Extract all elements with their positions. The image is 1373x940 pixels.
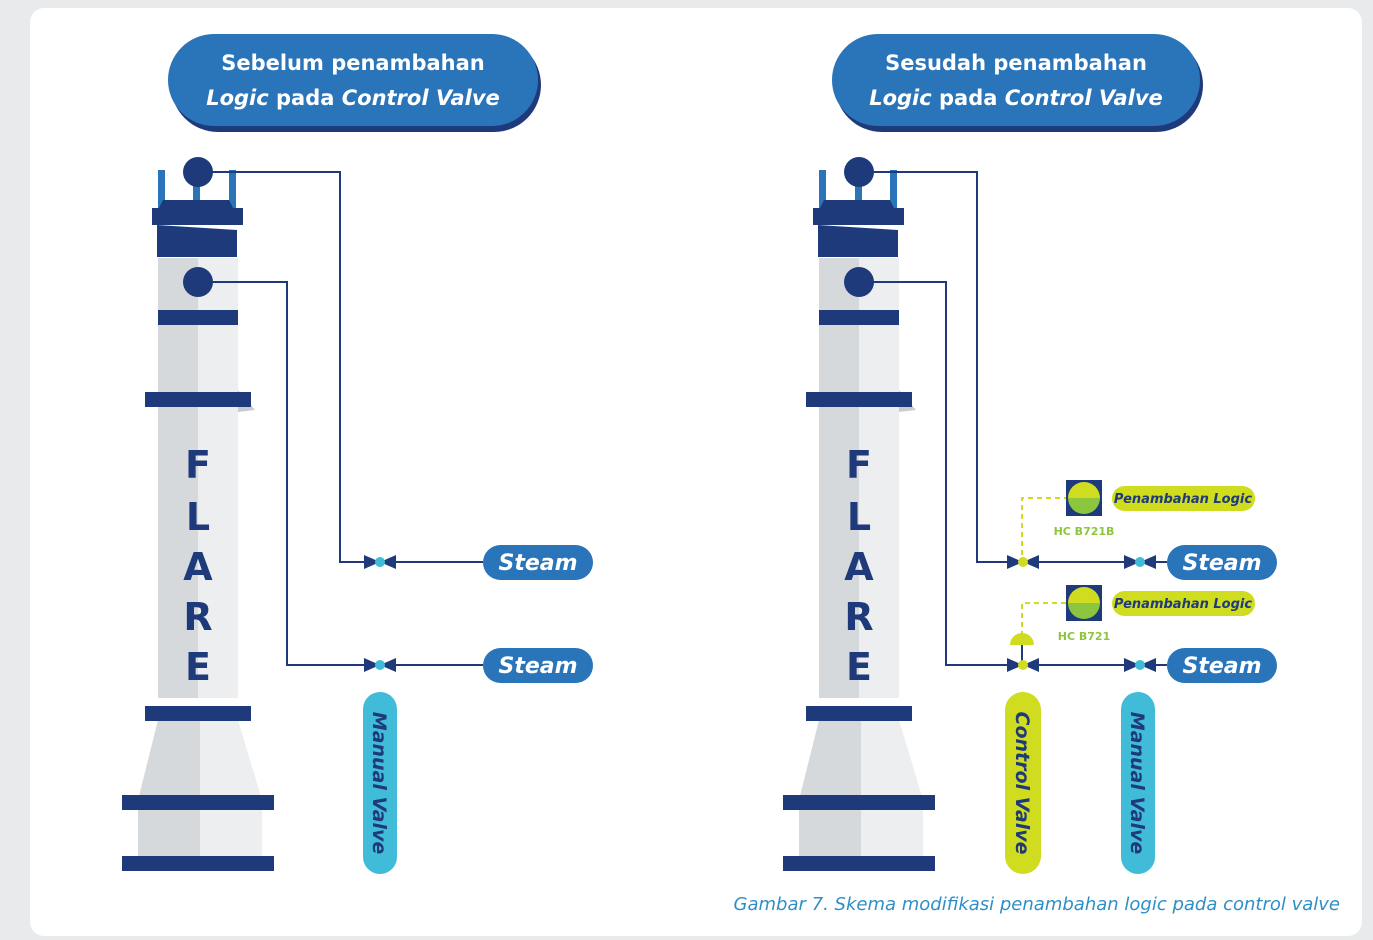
right-flare-letter-r: R bbox=[844, 595, 873, 639]
right-logic-dashes bbox=[1021, 497, 1066, 636]
left-lower-valve-icon bbox=[364, 658, 396, 672]
left-manual-valve-label: Manual Valve bbox=[368, 712, 390, 855]
right-lower-control-valve-icon bbox=[1007, 633, 1039, 672]
right-title-pill: Sesudah penambahan Logic pada Control Va… bbox=[832, 34, 1203, 132]
left-flare-letter-r: R bbox=[183, 595, 212, 639]
left-upper-valve-icon bbox=[364, 555, 396, 569]
left-flare-letter-f: F bbox=[185, 443, 211, 487]
left-title-line1: Sebelum penambahan bbox=[221, 51, 485, 75]
right-lower-manual-valve-icon bbox=[1124, 658, 1156, 672]
right-steam-lower-label: Steam bbox=[1182, 654, 1261, 679]
left-flare-letter-l: L bbox=[186, 495, 210, 539]
right-upper-manual-valve-icon bbox=[1124, 555, 1156, 569]
right-steam-upper: Steam bbox=[1167, 545, 1277, 580]
left-title-line2: Logic pada Control Valve bbox=[206, 86, 500, 110]
logic-pill-lower-label: Penambahan Logic bbox=[1114, 597, 1252, 612]
right-panel: Sesudah penambahan Logic pada Control Va… bbox=[783, 34, 1277, 874]
right-top-sensor-icon bbox=[844, 157, 874, 187]
right-control-valve-pill: Control Valve bbox=[1005, 692, 1041, 874]
right-upper-control-valve-icon bbox=[1007, 555, 1039, 569]
hc-instrument-lower-icon bbox=[1066, 585, 1102, 621]
right-manual-valve-label: Manual Valve bbox=[1126, 712, 1148, 855]
right-flare-letter-e: E bbox=[846, 645, 872, 689]
logic-pill-lower: Penambahan Logic bbox=[1112, 591, 1255, 616]
right-flare-letter-f: F bbox=[846, 443, 872, 487]
left-mid-sensor-icon bbox=[183, 267, 213, 297]
right-pipes bbox=[873, 171, 1167, 666]
left-steam-lower: Steam bbox=[483, 648, 593, 683]
right-control-valve-label: Control Valve bbox=[1011, 712, 1033, 855]
right-flare-letter-l: L bbox=[847, 495, 871, 539]
left-steam-upper-label: Steam bbox=[498, 551, 577, 576]
right-flare-letter-a: A bbox=[844, 545, 874, 589]
logic-pill-upper-label: Penambahan Logic bbox=[1114, 492, 1252, 507]
left-pipes bbox=[212, 171, 483, 666]
left-top-sensor-icon bbox=[183, 157, 213, 187]
hc-tag-upper: HC B721B bbox=[1054, 525, 1115, 538]
figure-caption: Gambar 7. Skema modifikasi penambahan lo… bbox=[734, 894, 1340, 915]
left-steam-lower-label: Steam bbox=[498, 654, 577, 679]
hc-instrument-upper-icon bbox=[1066, 480, 1102, 516]
right-manual-valve-pill: Manual Valve bbox=[1121, 692, 1155, 874]
left-flare-letter-e: E bbox=[185, 645, 211, 689]
left-title-pill: Sebelum penambahan Logic pada Control Va… bbox=[168, 34, 541, 132]
left-panel: Sebelum penambahan Logic pada Control Va… bbox=[122, 34, 593, 874]
right-title-line2: Logic pada Control Valve bbox=[869, 86, 1163, 110]
right-mid-sensor-icon bbox=[844, 267, 874, 297]
logic-pill-upper: Penambahan Logic bbox=[1112, 486, 1255, 511]
right-steam-lower: Steam bbox=[1167, 648, 1277, 683]
right-title-line1: Sesudah penambahan bbox=[885, 51, 1147, 75]
hc-tag-lower: HC B721 bbox=[1058, 630, 1110, 643]
left-steam-upper: Steam bbox=[483, 545, 593, 580]
left-manual-valve-pill: Manual Valve bbox=[363, 692, 397, 874]
right-steam-upper-label: Steam bbox=[1182, 551, 1261, 576]
right-flare-tower: F L A R E bbox=[783, 157, 935, 871]
left-flare-tower: F L A R E bbox=[122, 157, 274, 871]
left-flare-letter-a: A bbox=[183, 545, 213, 589]
